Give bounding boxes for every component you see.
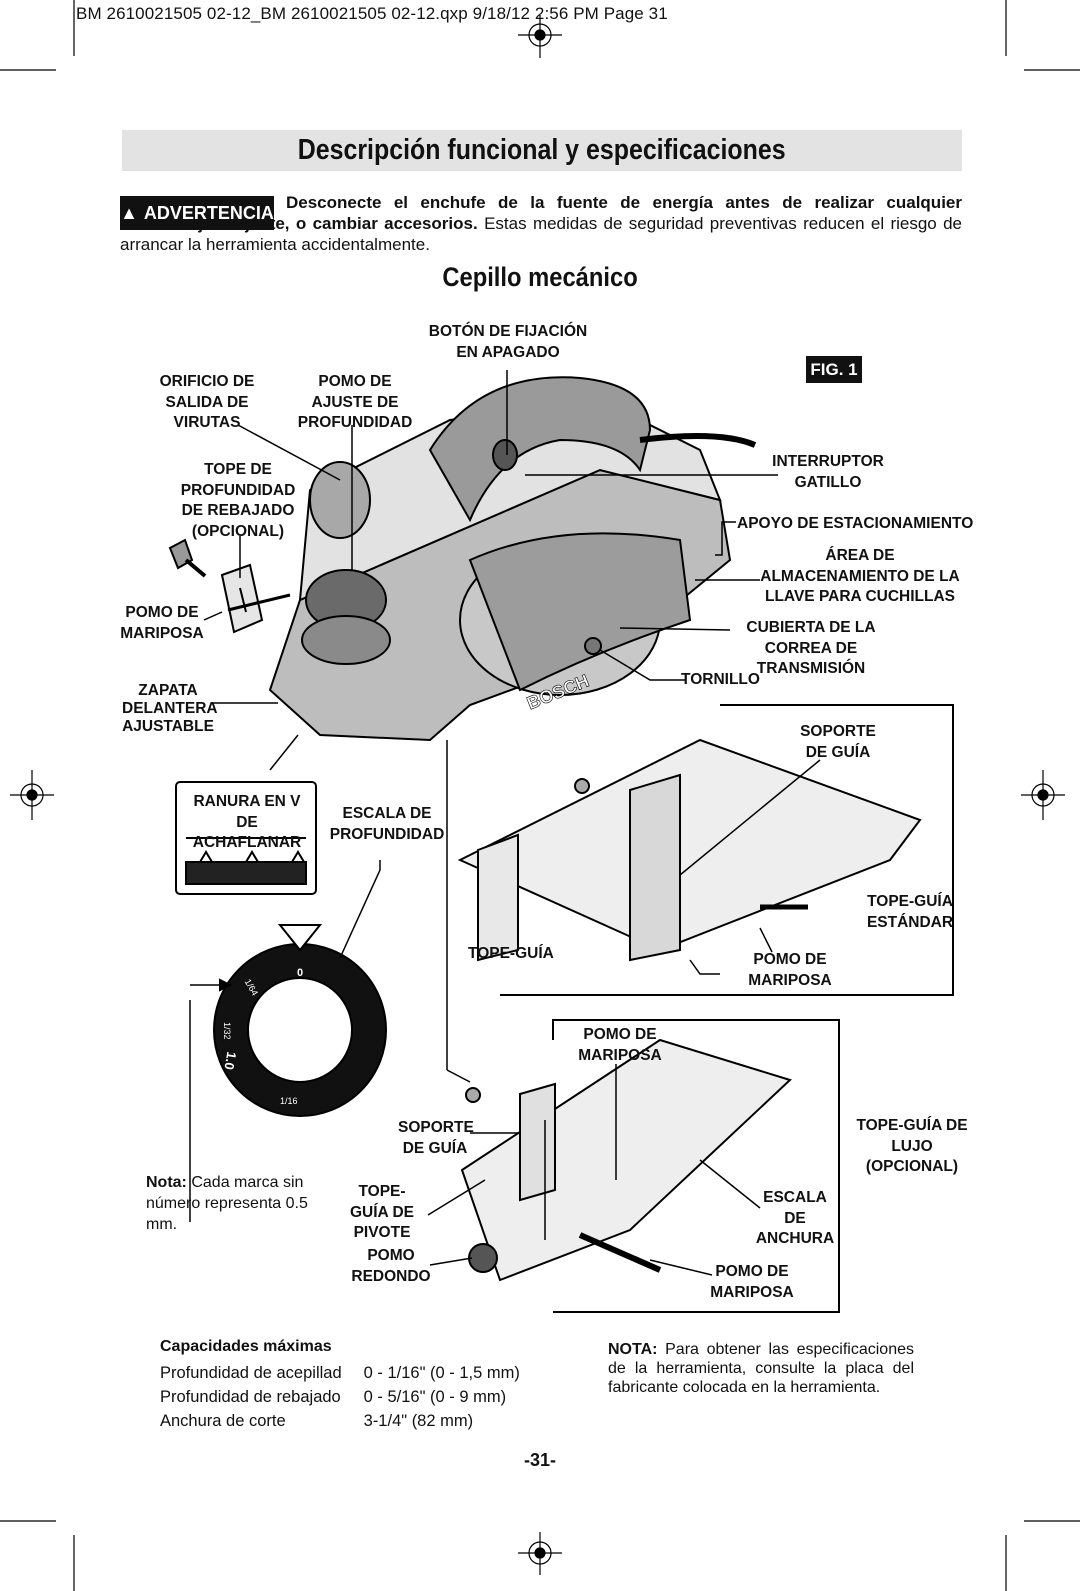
dial-mark-3: 1.0 xyxy=(221,1051,239,1071)
deluxe-fence-frame xyxy=(460,1019,840,1313)
registration-mark-bottom xyxy=(518,1532,562,1575)
dial-mark-6: 1/16 xyxy=(280,1096,298,1106)
label-std-fence: TOPE-GUÍA ESTÁNDAR xyxy=(866,893,954,931)
label-v-groove: RANURA EN V DE ACHAFLANAR xyxy=(192,793,302,851)
label-depth-scale: ESCALA DE PROFUNDIDAD xyxy=(329,805,445,843)
label-parking-rest: APOYO DE ESTACIONAMIENTO xyxy=(737,515,974,532)
label-guide-support-1: SOPORTE DE GUÍA xyxy=(800,723,876,761)
warning-badge: ▲ADVERTENCIA xyxy=(120,196,274,230)
label-guide-support-2: SOPORTE DE GUÍA xyxy=(398,1119,474,1157)
dial-mark-0: 0 xyxy=(297,967,303,979)
standard-fence-frame xyxy=(457,704,954,996)
registration-mark-right xyxy=(1021,770,1065,820)
section-subtitle: Cepillo mecánico xyxy=(442,262,638,292)
label-depth-knob: POMO DE AJUSTE DE PROFUNDIDAD xyxy=(297,373,413,431)
leader-lines xyxy=(203,370,821,1276)
warning-body: Estas medidas de seguridad preventivas r… xyxy=(120,214,962,254)
label-wing-knob-1: POMO DE MARIPOSA xyxy=(120,604,204,642)
planer-body xyxy=(268,376,757,742)
label-rabbet-stop: TOPE DE PROFUNDIDAD DE REBAJADO (OPCIONA… xyxy=(180,461,296,540)
label-wing-knob-3: POMO DE MARIPOSA xyxy=(578,1026,662,1064)
label-lock-off: BOTÓN DE FIJACIÓN EN APAGADO xyxy=(428,323,588,361)
depth-dial xyxy=(189,924,387,1222)
page-number: -31- xyxy=(523,1450,556,1470)
label-wrench-storage: ÁREA DE ALMACENAMIENTO DE LA LLAVE PARA … xyxy=(760,547,960,605)
page-title: Descripción funcional y especificaciones xyxy=(122,130,962,171)
header-slug: BM 2610021505 02-12_BM 2610021505 02-12.… xyxy=(76,4,668,23)
v-groove-box xyxy=(175,781,317,895)
label-width-scale: ESCALA DE ANCHURA xyxy=(755,1189,835,1247)
capacities-title: Capacidades máximas xyxy=(160,1338,332,1355)
figure-tag: FIG. 1 xyxy=(806,356,862,383)
registration-mark-left xyxy=(10,770,54,820)
label-screw: TORNILLO xyxy=(681,671,760,688)
warning-icon: ▲ xyxy=(120,202,138,223)
dial-note: Nota: Cada marca sin número representa 0… xyxy=(146,1174,308,1233)
label-front-shoe: ZAPATA DELANTERA AJUSTABLE xyxy=(122,682,218,735)
label-fence: TOPE-GUÍA xyxy=(468,945,554,962)
label-wing-knob-2: POMO DE MARIPOSA xyxy=(748,951,832,989)
label-belt-cover: CUBIERTA DE LA CORREA DE TRANSMISIÓN xyxy=(746,619,876,677)
label-deluxe-fence: TOPE-GUÍA DE LUJO (OPCIONAL) xyxy=(856,1117,968,1175)
label-round-knob: POMO REDONDO xyxy=(351,1247,431,1285)
label-trigger: INTERRUPTOR GATILLO xyxy=(772,453,884,491)
rabbet-stop-part xyxy=(168,538,291,634)
specs-note: NOTA: Para obtener las especificaciones … xyxy=(608,1341,914,1396)
label-wing-knob-4: POMO DE MARIPOSA xyxy=(710,1263,794,1301)
label-pivot-fence: TOPE-GUÍA DE PIVOTE xyxy=(349,1183,414,1241)
label-chip-outlet: ORIFICIO DE SALIDA DE VIRUTAS xyxy=(159,373,255,431)
warning-text: Desconecte el enchufe de la fuente de en… xyxy=(120,192,962,255)
registration-mark-top xyxy=(518,15,562,58)
dial-mark-2: 1/32 xyxy=(222,1022,232,1040)
